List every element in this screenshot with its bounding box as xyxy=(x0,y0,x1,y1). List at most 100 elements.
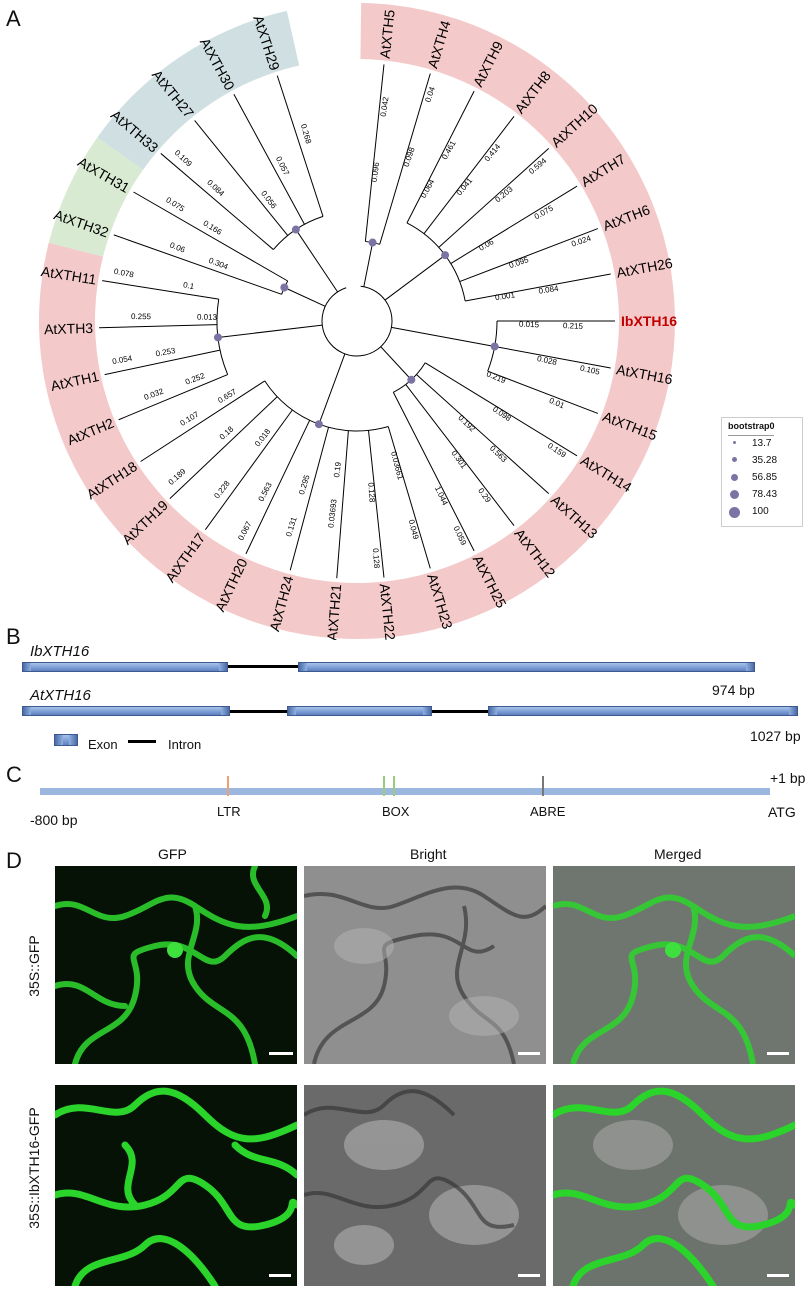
leaf-branch xyxy=(276,75,324,217)
branch-length-label: 0.084 xyxy=(205,178,226,199)
bootstrap-node xyxy=(490,342,499,351)
column-header-merged: Merged xyxy=(654,846,702,862)
panel-label-b: B xyxy=(6,624,21,649)
branch-length-label: 0.255 xyxy=(131,312,152,321)
column-header-gfp: GFP xyxy=(158,846,187,862)
leaf-branch xyxy=(387,426,431,569)
clade-highlight-ring xyxy=(38,3,675,640)
branch-length-label: 0.03661 xyxy=(389,450,405,481)
branch-length-label: 0.095 xyxy=(508,255,530,270)
branch-length-label: 0.166 xyxy=(202,219,224,238)
branch-length-label: 0.028 xyxy=(536,354,558,367)
branch-length-label: 0.03693 xyxy=(326,498,338,528)
clade-sector-green xyxy=(48,137,144,257)
legend-value: 35.28 xyxy=(752,455,778,466)
branch-length-label: 0.06 xyxy=(477,237,495,253)
leaf-branch xyxy=(113,234,282,295)
root-arc xyxy=(321,285,393,357)
tree-branches xyxy=(99,64,615,579)
leaf-branch xyxy=(450,185,578,264)
leaf-branch xyxy=(423,116,515,235)
leaf-branch xyxy=(169,396,278,499)
branch-length-label: 0.414 xyxy=(483,142,503,164)
branch-length-label: 0.268 xyxy=(299,123,313,145)
leaf-branch xyxy=(102,280,219,300)
leaf-branch xyxy=(204,409,293,531)
legend-title: bootstrap0 xyxy=(728,421,775,431)
branch-length-label: 0.015 xyxy=(519,320,540,330)
leaf-branch xyxy=(233,94,305,225)
branch-length-label: 0.054 xyxy=(112,354,134,366)
branch-length-label: 0.295 xyxy=(297,473,312,495)
leaf-branch xyxy=(194,120,289,236)
branch-length-label: 0.192 xyxy=(456,413,477,434)
bootstrap-node xyxy=(213,333,222,342)
leaf-branch xyxy=(459,228,599,283)
gene2-exon xyxy=(488,706,798,716)
gene1-name: IbXTH16 xyxy=(30,643,90,660)
internal-branch xyxy=(363,242,374,287)
leaf-branch xyxy=(118,374,228,421)
branch-length-label: 0.29 xyxy=(476,486,493,504)
internal-branch xyxy=(284,287,326,307)
branch-length-label: 0.084 xyxy=(538,284,560,296)
branch-length-label: 0.657 xyxy=(216,387,238,405)
leaf-branch xyxy=(364,64,385,242)
leaf-branch xyxy=(289,427,330,571)
micrograph-merged-control xyxy=(553,866,795,1064)
panel-label-a: A xyxy=(6,6,21,31)
bootstrap-node xyxy=(314,420,323,429)
branch-length-label: 0.018 xyxy=(253,427,273,449)
intron-legend-label: Intron xyxy=(168,737,202,752)
legend-value: 78.43 xyxy=(752,489,778,500)
branch-length-label: 0.01 xyxy=(548,396,566,411)
gene2-name: AtXTH16 xyxy=(30,687,91,704)
leaf-label: IbXTH16 xyxy=(621,313,677,329)
branch-length-label: 0.128 xyxy=(366,482,376,503)
leaf-label: AtXTH21 xyxy=(324,583,344,640)
leaf-branch xyxy=(99,324,218,329)
legend-divider xyxy=(728,435,774,436)
micrograph-gfp-fusion xyxy=(55,1085,297,1286)
branch-length-label: 0.049 xyxy=(407,519,421,541)
ltr-element xyxy=(227,776,229,796)
legend-value: 56.85 xyxy=(752,472,778,483)
leaf-branch xyxy=(133,191,288,282)
branch-length-label: 0.013 xyxy=(197,313,218,322)
leaf-branch xyxy=(368,430,385,578)
leaf-branch xyxy=(406,90,475,224)
leaf-label: AtXTH3 xyxy=(44,320,94,337)
leaf-branch xyxy=(140,380,266,462)
branch-length-label: 0.098 xyxy=(491,405,513,424)
bootstrap-node xyxy=(441,251,450,260)
leaf-branch xyxy=(245,420,311,555)
bootstrap-node xyxy=(368,238,377,247)
promoter-start-label: -800 bp xyxy=(30,812,78,828)
branch-length-label: 0.056 xyxy=(259,189,279,211)
legend-value: 13.7 xyxy=(752,438,772,449)
promoter-end-label: +1 bp xyxy=(770,770,806,786)
gene2-size: 1027 bp xyxy=(750,728,801,744)
bootstrap-node xyxy=(407,375,416,384)
exon-legend-label: Exon xyxy=(88,737,118,752)
ltr-label: LTR xyxy=(217,804,241,819)
branch-length-label: 0.301 xyxy=(449,449,468,471)
legend-dot xyxy=(730,490,739,499)
branch-length-label: 0.04 xyxy=(423,85,437,103)
box-label: BOX xyxy=(382,804,410,819)
abre-element xyxy=(542,776,544,796)
branch-length-label: 0.253 xyxy=(155,346,177,358)
internal-branch xyxy=(384,254,446,301)
branch-length-label: 0.461 xyxy=(440,139,458,161)
bootstrap-node xyxy=(280,283,289,292)
leaf-branch xyxy=(416,374,550,495)
branch-length-label: 0.078 xyxy=(113,267,135,280)
leaf-branch xyxy=(487,370,599,414)
bootstrap-nodes xyxy=(213,225,499,429)
branch-length-label: 0.098 xyxy=(402,146,417,168)
leaf-branch xyxy=(336,430,349,579)
promoter-atg-label: ATG xyxy=(768,804,796,820)
legend-dot xyxy=(729,507,740,518)
micrograph-bright-fusion xyxy=(304,1085,546,1286)
